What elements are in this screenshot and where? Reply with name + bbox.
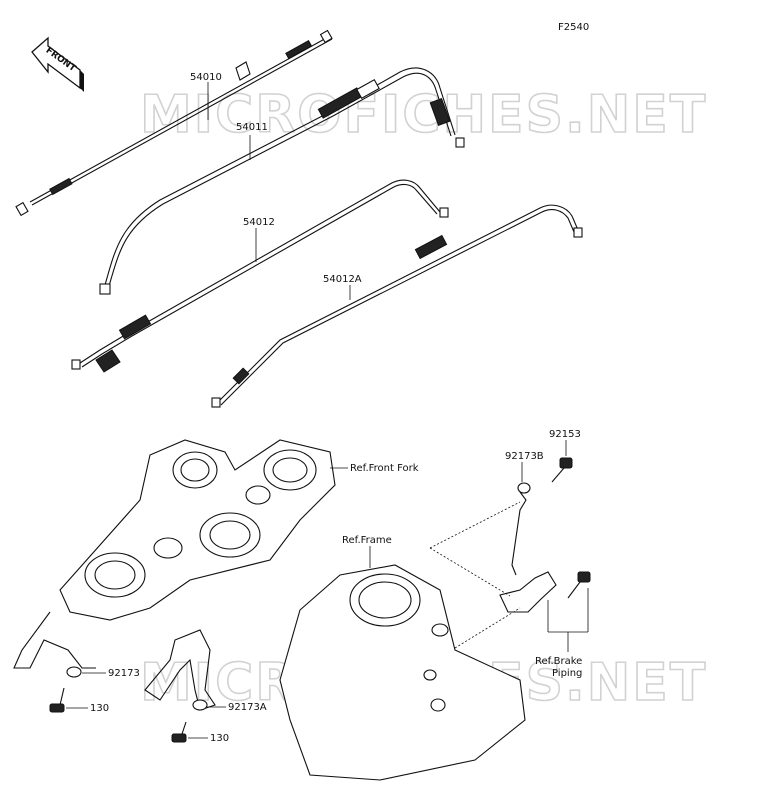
clamp-92173A	[144, 629, 216, 711]
label-130-a: 130	[90, 703, 109, 714]
bolt-130-a	[49, 687, 65, 713]
label-92173B: 92173B	[505, 451, 544, 462]
label-54010: 54010	[190, 72, 222, 83]
cable-54012A	[211, 204, 583, 408]
cable-54010	[15, 29, 333, 217]
label-ref-brake-piping-1: Ref.Brake	[535, 656, 582, 667]
cable-54012	[71, 179, 449, 373]
label-ref-frame: Ref.Frame	[342, 535, 392, 546]
label-92173: 92173	[108, 668, 140, 679]
frame-head	[279, 564, 526, 781]
front-arrow-icon: FRONT	[31, 36, 84, 92]
watermark-top: MICROFICHES.NET	[140, 85, 707, 145]
label-ref-front-fork: Ref.Front Fork	[350, 463, 419, 474]
label-130-b: 130	[210, 733, 229, 744]
label-92173A: 92173A	[228, 702, 267, 713]
bolt-130-b	[171, 721, 187, 743]
bolt-bracket	[567, 571, 591, 599]
label-54012A: 54012A	[323, 274, 362, 285]
label-54011: 54011	[236, 122, 268, 133]
bracket-92173B	[499, 482, 557, 613]
clamp-92173	[13, 611, 96, 678]
figure-code: F2540	[558, 22, 589, 33]
label-54012: 54012	[243, 217, 275, 228]
bolt-92153	[551, 440, 573, 483]
cable-54011	[99, 67, 465, 295]
top-bridge	[59, 439, 336, 621]
label-92153: 92153	[549, 429, 581, 440]
label-ref-brake-piping-2: Piping	[552, 668, 582, 679]
